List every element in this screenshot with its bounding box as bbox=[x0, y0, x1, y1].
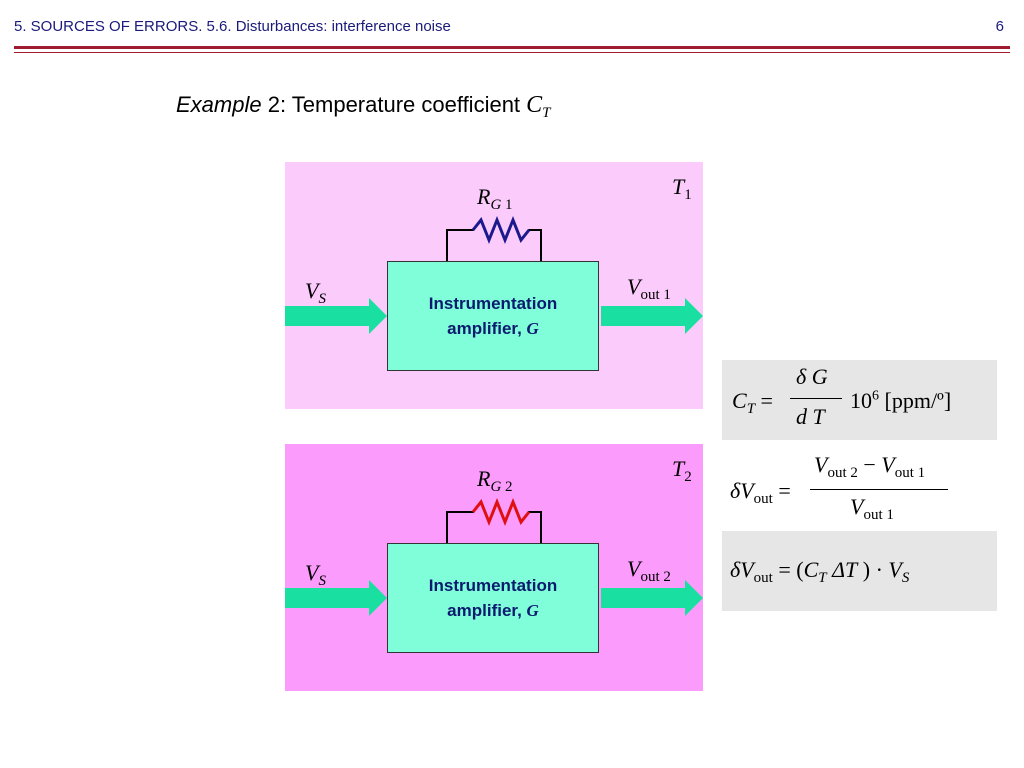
resistor-symbol-2 bbox=[471, 497, 531, 527]
equation-relative-output-change: δVout = Vout 2 − Vout 1 Vout 1 bbox=[722, 448, 997, 528]
header-rule-thin bbox=[14, 52, 1010, 53]
equation-temperature-coefficient: CT = δ G d T 106 [ppm/º] bbox=[722, 360, 997, 440]
output-label-2: Vout 2 bbox=[627, 556, 671, 585]
ct-denominator: d T bbox=[796, 404, 825, 429]
output-label-1: Vout 1 bbox=[627, 274, 671, 303]
dv2-expression: δVout = (CT ΔT ) · VS bbox=[730, 557, 910, 586]
instrumentation-amplifier-1: Instrumentation amplifier, G bbox=[387, 261, 599, 371]
temperature-label-2: T2 bbox=[672, 456, 692, 485]
amp-line1-2: Instrumentation bbox=[428, 575, 558, 595]
circuit-panel-t2: T2 RG 2 VS Vout 2 Instrumentation amplif… bbox=[285, 444, 703, 691]
amp-line2-1: amplifier, G bbox=[447, 319, 539, 338]
dv-numerator: Vout 2 − Vout 1 bbox=[814, 452, 926, 481]
header-rule-thick bbox=[14, 46, 1010, 49]
temperature-label-1: T1 bbox=[672, 174, 692, 203]
instrumentation-amplifier-2: Instrumentation amplifier, G bbox=[387, 543, 599, 653]
input-label-1: VS bbox=[305, 278, 326, 307]
page-number: 6 bbox=[995, 18, 1004, 35]
slide-header: 5. SOURCES OF ERRORS. 5.6. Disturbances:… bbox=[14, 18, 451, 35]
input-label-2: VS bbox=[305, 560, 326, 589]
input-arrow-2 bbox=[285, 580, 387, 616]
output-arrow-1 bbox=[601, 298, 703, 334]
title-text: 2: Temperature coefficient bbox=[261, 92, 527, 117]
input-arrow-1 bbox=[285, 298, 387, 334]
output-arrow-2 bbox=[601, 580, 703, 616]
amp-line1-1: Instrumentation bbox=[428, 293, 558, 313]
equation-output-drift: δVout = (CT ΔT ) · VS bbox=[722, 531, 997, 611]
ct-factor: 106 [ppm/º] bbox=[850, 388, 952, 413]
ct-lhs: CT = bbox=[732, 388, 773, 417]
resistor-label-1: RG 1 bbox=[477, 184, 513, 213]
title-example-word: Example bbox=[176, 92, 262, 117]
circuit-wiring-2 bbox=[285, 497, 703, 616]
slide-title: Example 2: Temperature coefficient CT bbox=[176, 92, 551, 122]
ct-fraction-line bbox=[790, 398, 842, 399]
dv-fraction-line bbox=[810, 489, 948, 490]
dv-denominator: Vout 1 bbox=[850, 494, 894, 523]
resistor-label-2: RG 2 bbox=[477, 466, 513, 495]
ct-numerator: δ G bbox=[796, 364, 828, 389]
title-symbol: CT bbox=[526, 92, 551, 121]
circuit-panel-t1: T1 RG 1 VS Vout 1 Instrumentation amplif… bbox=[285, 162, 703, 409]
dv-lhs: δVout = bbox=[730, 478, 791, 507]
circuit-wiring-1 bbox=[285, 215, 703, 334]
amp-line2-2: amplifier, G bbox=[447, 601, 539, 620]
resistor-symbol-1 bbox=[471, 215, 531, 245]
